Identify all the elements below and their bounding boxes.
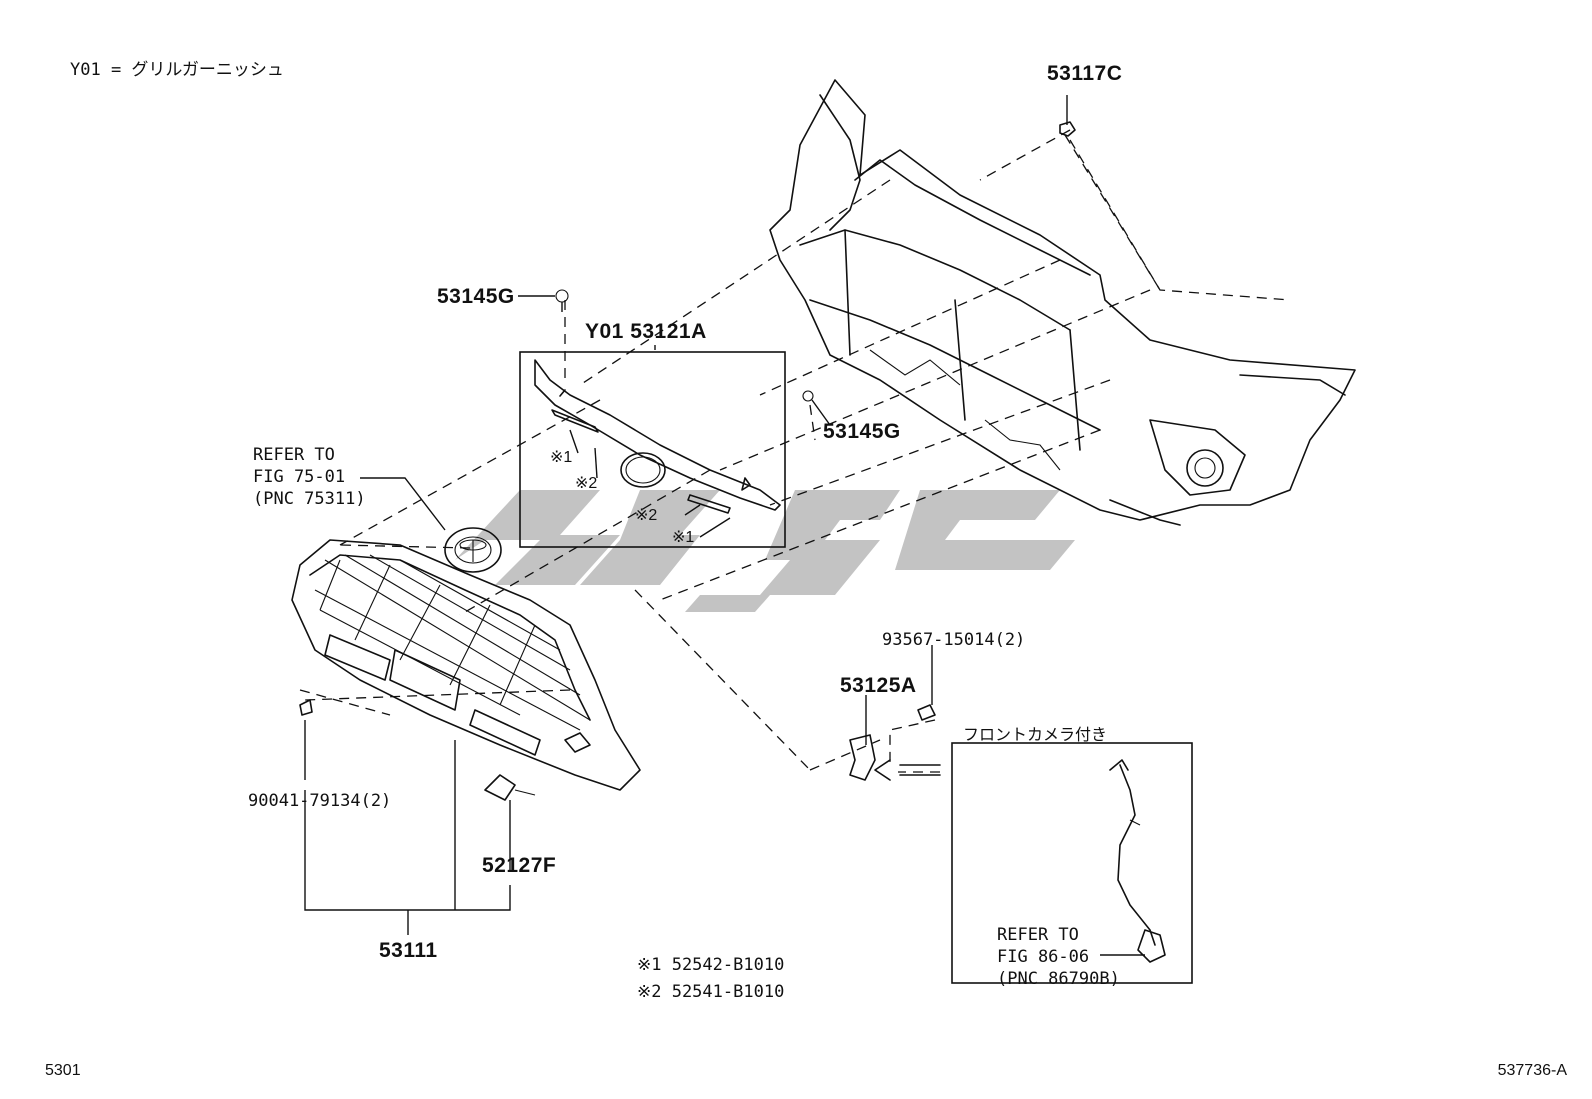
part-label-53125a[interactable]: 53125A [840, 674, 917, 697]
part-label-90041[interactable]: 90041-79134(2) [248, 791, 391, 811]
mark1-garnish-right: ※1 [672, 529, 694, 546]
note-mark1: ※1 52542-B1010 [637, 955, 784, 975]
refer-fig86-line1: REFER TO [997, 925, 1079, 945]
refer-fig86-line2[interactable]: FIG 86-06 [997, 947, 1089, 967]
part-label-53121a[interactable]: Y01 53121A [585, 320, 707, 343]
part-label-53145g-right[interactable]: 53145G [823, 420, 901, 443]
refer-fig75-line3: (PNC 75311) [253, 489, 366, 509]
garnish-callout-box [519, 351, 786, 548]
mark1-garnish-left: ※1 [550, 449, 572, 466]
camera-harness-drawing [951, 742, 1193, 984]
page-code: 5301 [45, 1062, 81, 1079]
refer-fig75-line1: REFER TO [253, 445, 335, 465]
part-label-53145g-top[interactable]: 53145G [437, 285, 515, 308]
drawing-number: 537736-A [1498, 1062, 1568, 1079]
grille-garnish-drawing [519, 351, 786, 548]
refer-fig86-line3: (PNC 86790B) [997, 969, 1120, 989]
refer-fig75-line2[interactable]: FIG 75-01 [253, 467, 345, 487]
legend-y01: Y01 = グリルガーニッシュ [70, 60, 284, 80]
bumper-support-drawing [769, 79, 1356, 526]
watermark-logo [455, 490, 1075, 612]
front-camera-label: フロントカメラ付き [963, 726, 1107, 744]
part-label-53111[interactable]: 53111 [379, 939, 438, 962]
mark2-garnish-left: ※2 [575, 475, 597, 492]
radiator-grille-drawing [291, 539, 641, 801]
front-camera-callout-box [951, 742, 1193, 984]
part-label-93567[interactable]: 93567-15014(2) [882, 630, 1025, 650]
part-label-52127f[interactable]: 52127F [482, 854, 556, 877]
leader-lines [304, 95, 1145, 956]
part-label-53117c[interactable]: 53117C [1047, 62, 1122, 85]
assembly-lines [299, 129, 1291, 773]
note-mark2: ※2 52541-B1010 [637, 982, 784, 1002]
emblem-drawing [444, 527, 502, 573]
camera-bracket-drawing [849, 704, 941, 781]
mark2-garnish-right: ※2 [635, 507, 657, 524]
